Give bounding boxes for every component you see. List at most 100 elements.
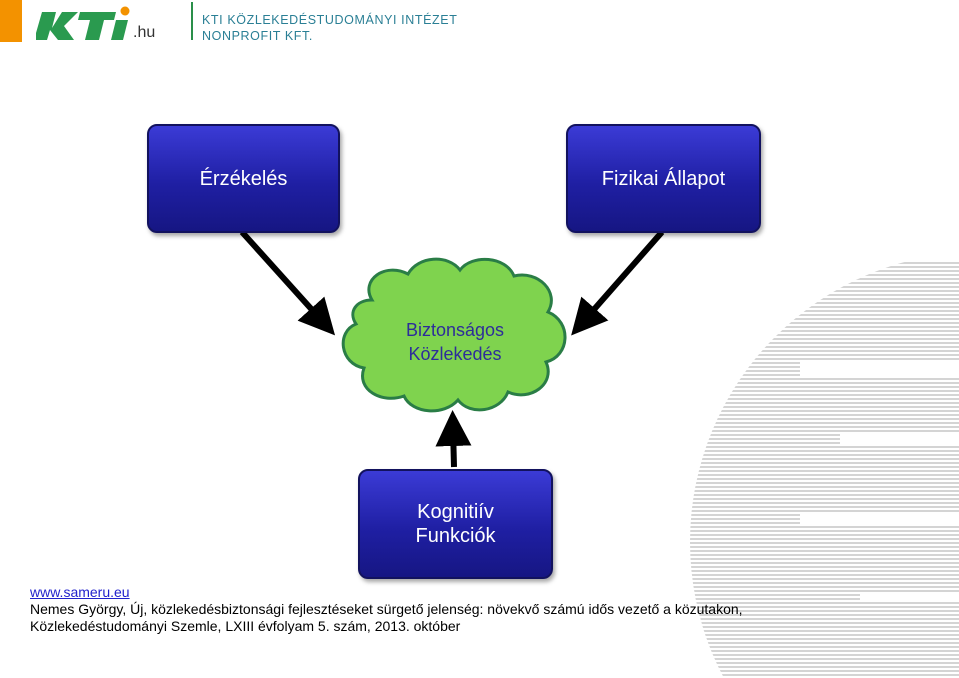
decorative-stripe	[690, 306, 959, 308]
decorative-stripe	[690, 566, 959, 568]
decorative-gap	[800, 512, 959, 526]
decorative-stripe	[690, 286, 959, 288]
decorative-stripe	[690, 350, 959, 352]
decorative-stripe	[690, 506, 959, 508]
decorative-stripe	[690, 418, 959, 420]
decorative-stripe	[690, 578, 959, 580]
decorative-stripe	[690, 330, 959, 332]
decorative-stripe	[690, 486, 959, 488]
decorative-stripe	[690, 654, 959, 656]
decorative-stripe	[690, 326, 959, 328]
cloud-label-line2: Közlekedés	[408, 344, 502, 364]
cognitive-label-line1: Kognitiív	[417, 501, 494, 523]
decorative-stripe	[690, 470, 959, 472]
decorative-stripe	[690, 406, 959, 408]
decorative-stripe	[690, 550, 959, 552]
org-name-line2: NONPROFIT KFT.	[202, 29, 313, 43]
safe-transport-cloud-label: Biztonságos Közlekedés	[350, 318, 560, 366]
reference-line2: Közlekedéstudományi Szemle, LXIII évfoly…	[30, 618, 461, 634]
decorative-stripe	[690, 298, 959, 300]
decorative-stripe	[690, 642, 959, 644]
decorative-stripe	[690, 650, 959, 652]
decorative-stripe	[690, 358, 959, 360]
decorative-stripe	[690, 638, 959, 640]
decorative-stripe	[690, 378, 959, 380]
decorative-stripe	[690, 318, 959, 320]
decorative-stripe	[690, 646, 959, 648]
decorative-stripe	[690, 634, 959, 636]
decorative-stripe	[690, 530, 959, 532]
arrow-perception-to-cloud	[239, 229, 336, 336]
decorative-stripe	[690, 310, 959, 312]
decorative-stripe	[690, 434, 959, 436]
header-divider	[191, 2, 193, 40]
decorative-stripe	[690, 398, 959, 400]
decorative-stripe	[690, 538, 959, 540]
decorative-stripe	[690, 474, 959, 476]
decorative-stripe	[690, 494, 959, 496]
decorative-stripe	[690, 478, 959, 480]
decorative-stripe	[690, 602, 959, 604]
decorative-stripe	[690, 498, 959, 500]
decorative-stripe	[690, 590, 959, 592]
decorative-stripe	[690, 674, 959, 676]
logo-suffix: .hu	[133, 24, 156, 41]
decorative-stripe	[690, 302, 959, 304]
physical-state-label: Fizikai Állapot	[601, 167, 726, 190]
decorative-stripe	[690, 466, 959, 468]
footer-reference: www.sameru.eu Nemes György, Új, közleked…	[30, 584, 743, 635]
decorative-stripe	[690, 490, 959, 492]
perception-box: Érzékelés	[147, 124, 340, 233]
kti-logo-block: .hu KTI KÖZLEKEDÉSTUDOMÁNYI INTÉZET NONP…	[0, 0, 457, 50]
decorative-stripe	[690, 622, 959, 624]
org-name: KTI KÖZLEKEDÉSTUDOMÁNYI INTÉZET NONPROFI…	[202, 12, 457, 44]
decorative-stripe	[690, 510, 959, 512]
cognitive-label-line2: Funkciók	[415, 525, 496, 547]
decorative-stripe	[690, 390, 959, 392]
org-name-line1: KTI KÖZLEKEDÉSTUDOMÁNYI INTÉZET	[202, 13, 458, 27]
decorative-stripe	[690, 278, 959, 280]
decorative-stripe	[690, 446, 959, 448]
decorative-stripe	[690, 410, 959, 412]
decorative-stripe	[690, 458, 959, 460]
decorative-stripe	[690, 586, 959, 588]
decorative-stripe	[690, 546, 959, 548]
decorative-stripe	[690, 262, 959, 264]
decorative-stripe	[690, 502, 959, 504]
decorative-stripe	[690, 598, 959, 600]
decorative-stripe	[690, 426, 959, 428]
decorative-stripe	[690, 526, 959, 528]
decorative-gap	[800, 362, 959, 376]
decorative-stripe	[690, 294, 959, 296]
decorative-stripe	[690, 582, 959, 584]
physical-state-box: Fizikai Állapot	[566, 124, 761, 233]
decorative-stripe	[690, 562, 959, 564]
kti-logo-icon	[36, 6, 130, 40]
decorative-stripe	[690, 534, 959, 536]
decorative-stripe	[690, 290, 959, 292]
decorative-stripe	[690, 666, 959, 668]
decorative-stripe	[690, 314, 959, 316]
decorative-stripe	[690, 394, 959, 396]
reference-line1: Nemes György, Új, közlekedésbiztonsági f…	[30, 601, 743, 617]
arrow-cognitive-to-cloud	[435, 410, 472, 468]
decorative-stripe	[690, 430, 959, 432]
decorative-stripe	[690, 662, 959, 664]
decorative-stripe	[690, 614, 959, 616]
decorative-stripe	[690, 542, 959, 544]
decorative-stripe	[690, 386, 959, 388]
decorative-stripe	[690, 618, 959, 620]
decorative-stripe	[690, 338, 959, 340]
decorative-stripe	[690, 282, 959, 284]
decorative-gap	[840, 432, 959, 444]
decorative-stripe	[690, 266, 959, 268]
decorative-stripe	[690, 610, 959, 612]
decorative-stripe	[690, 334, 959, 336]
cognitive-functions-box: Kognitiív Funkciók	[358, 469, 553, 579]
source-link[interactable]: www.sameru.eu	[30, 584, 130, 600]
decorative-stripe	[690, 270, 959, 272]
decorative-stripe	[690, 558, 959, 560]
decorative-stripe	[690, 274, 959, 276]
decorative-stripe	[690, 322, 959, 324]
decorative-stripe	[690, 606, 959, 608]
